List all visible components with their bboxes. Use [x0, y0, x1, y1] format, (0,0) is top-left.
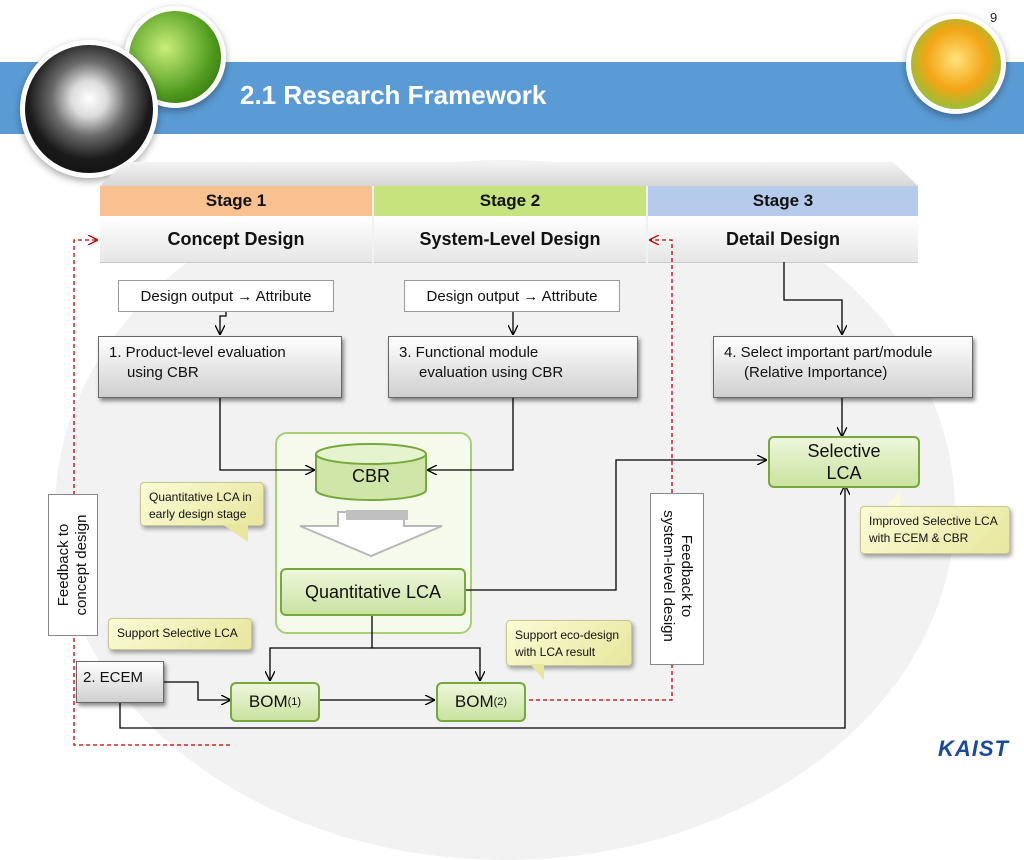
arrow-ecem-to-selective: [119, 486, 845, 729]
connector-lines: [73, 0, 1024, 746]
bom-2-label: BOM: [454, 692, 494, 711]
feedback-concept-line2: concept design: [73, 514, 90, 616]
bom-1-box: BOM(1): [230, 682, 320, 722]
note-quantitative-early-line2: early design stage: [149, 507, 247, 521]
page-number: 9: [990, 10, 998, 25]
design-output-stage2: Design output → Attribute: [404, 280, 620, 312]
note-quantitative-early-line1: Quantitative LCA in: [149, 490, 252, 504]
ecem-box: 2. ECEM: [76, 661, 164, 703]
cbr-cylinder-shape: [315, 443, 427, 501]
note-improved-line2: with ECEM & CBR: [869, 531, 969, 545]
note-quantitative-early: Quantitative LCA in early design stage: [140, 482, 264, 526]
note-improved-selective: Improved Selective LCA with ECEM & CBR: [860, 506, 1010, 554]
stage-bevel: [100, 162, 918, 186]
process-3-box: 3. Functional module evaluation using CB…: [388, 336, 638, 398]
arrow-ecem-to-bom1: [164, 681, 230, 700]
note-support-selective: Support Selective LCA: [108, 618, 252, 650]
kaist-logo: KAIST: [938, 736, 1009, 761]
arrow-quant-to-selective: [464, 460, 766, 591]
stage-1-subtitle: Concept Design: [100, 216, 372, 263]
selective-lca-line1: Selective: [807, 441, 881, 461]
stage-3-header: Stage 3: [648, 186, 918, 216]
dandelion-photo: [20, 40, 158, 178]
feedback-system-box: Feedback to system-level design: [650, 493, 704, 665]
cbr-database: CBR: [314, 442, 428, 502]
bom-1-label: BOM: [248, 692, 288, 711]
selective-lca-box: Selective LCA: [768, 436, 920, 488]
note-support-eco-line1: Support eco-design: [515, 628, 620, 642]
cbr-label: CBR: [351, 466, 390, 486]
note-support-eco: Support eco-design with LCA result: [506, 620, 632, 666]
process-1-line2: using CBR: [127, 364, 199, 381]
arrow-process3-to-cbr: [428, 396, 514, 470]
process-3-line1: 3. Functional module: [399, 344, 539, 361]
slide-title: 2.1 Research Framework: [240, 80, 547, 110]
tulip-photo: [906, 14, 1006, 114]
arrow-quant-to-bom1: [270, 612, 373, 680]
feedback-system-line2: system-level design: [660, 510, 677, 642]
process-4-line2: (Relative Importance): [744, 364, 888, 381]
note-improved-tail: [884, 492, 900, 508]
note-support-eco-tail: [530, 664, 544, 680]
feedback-system-text: Feedback to system-level design: [659, 510, 695, 642]
feedback-to-system-line: [522, 240, 673, 701]
note-improved-line1: Improved Selective LCA: [869, 514, 998, 528]
selective-lca-line2: LCA: [826, 463, 862, 483]
stage-1-header: Stage 1: [100, 186, 372, 216]
arrow-output1-to-process1: [220, 310, 227, 334]
process-1-line1: 1. Product-level evaluation: [109, 344, 286, 361]
bom-2-box: BOM(2): [436, 682, 526, 722]
note-support-eco-line2: with LCA result: [515, 645, 596, 659]
process-3-line2: evaluation using CBR: [419, 364, 564, 381]
note-quantitative-early-tail: [222, 524, 248, 542]
feedback-concept-line1: Feedback to: [55, 523, 72, 607]
bom-2-superscript: (2): [493, 696, 508, 708]
design-output-stage1: Design output → Attribute: [118, 280, 334, 312]
process-4-line1: 4. Select important part/module: [724, 344, 933, 361]
stage-2-header: Stage 2: [374, 186, 646, 216]
feedback-system-line1: Feedback to: [678, 534, 695, 618]
arrow-process1-to-cbr: [219, 396, 314, 470]
stage-2-subtitle: System-Level Design: [374, 216, 646, 263]
feedback-concept-text: Feedback to concept design: [55, 515, 91, 616]
arrow-quant-to-bom2: [372, 647, 480, 680]
feedback-to-concept-line: [73, 240, 230, 746]
quantitative-lca-box: Quantitative LCA: [280, 568, 466, 616]
stage-3-subtitle: Detail Design: [648, 216, 918, 263]
feedback-concept-box: Feedback to concept design: [48, 494, 98, 636]
bom-1-superscript: (1): [287, 696, 302, 708]
arrow-detail-to-process4: [783, 262, 842, 334]
process-4-box: 4. Select important part/module (Relativ…: [713, 336, 973, 398]
process-1-box: 1. Product-level evaluation using CBR: [98, 336, 342, 398]
